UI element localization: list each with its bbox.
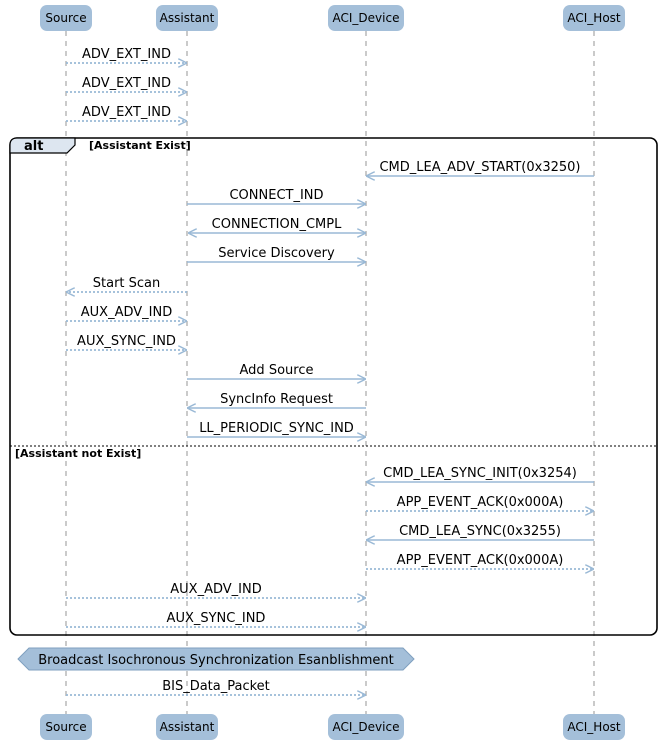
message-label: AUX_SYNC_IND: [167, 611, 266, 626]
participant-box: [328, 5, 404, 31]
participant-label: ACI_Device: [333, 11, 400, 25]
participant-box: [40, 5, 92, 31]
participant-box: [328, 714, 404, 740]
message: AUX_SYNC_IND: [66, 334, 186, 350]
message: ADV_EXT_IND: [66, 105, 186, 121]
else-condition: [Assistant not Exist]: [15, 447, 141, 460]
message-label: Service Discovery: [218, 246, 335, 261]
alt-condition: [Assistant Exist]: [89, 139, 191, 152]
alt-keyword: alt: [24, 139, 43, 154]
message-label: AUX_ADV_IND: [170, 582, 261, 597]
participant-label: Source: [45, 720, 86, 734]
message-label: CMD_LEA_SYNC_INIT(0x3254): [383, 466, 577, 481]
participant-label: ACI_Host: [567, 11, 621, 25]
message: CONNECTION_CMPL: [189, 217, 365, 233]
message-label: AUX_ADV_IND: [81, 305, 172, 320]
message-label: ADV_EXT_IND: [82, 76, 171, 91]
messages: ADV_EXT_IND ADV_EXT_IND ADV_EXT_IND CMD_LEA…: [66, 47, 594, 695]
message-label: CONNECT_IND: [229, 188, 323, 203]
participant-aci-device-top: ACI_Device: [328, 5, 404, 31]
message: ADV_EXT_IND: [66, 47, 186, 63]
participant-assistant-bottom: Assistant: [156, 714, 218, 740]
divider-banner: Broadcast Isochronous Synchronization Es…: [17, 647, 415, 671]
participant-aci-host-top: ACI_Host: [563, 5, 625, 31]
participant-label: ACI_Device: [333, 720, 400, 734]
message: BIS_Data_Packet: [66, 679, 365, 695]
message-label: CONNECTION_CMPL: [212, 217, 342, 232]
message-label: APP_EVENT_ACK(0x000A): [397, 553, 564, 568]
message: LL_PERIODIC_SYNC_IND: [187, 421, 365, 437]
participant-label: Assistant: [160, 11, 215, 25]
message: ADV_EXT_IND: [66, 76, 186, 92]
message: CMD_LEA_SYNC(0x3255): [367, 524, 594, 540]
divider-label: Broadcast Isochronous Synchronization Es…: [38, 653, 394, 668]
message: CMD_LEA_ADV_START(0x3250): [367, 160, 594, 176]
message-label: Start Scan: [93, 276, 161, 291]
message-label: ADV_EXT_IND: [82, 47, 171, 62]
message: APP_EVENT_ACK(0x000A): [366, 495, 593, 511]
participant-aci-host-bottom: ACI_Host: [563, 714, 625, 740]
message-label: APP_EVENT_ACK(0x000A): [397, 495, 564, 510]
message-label: SyncInfo Request: [220, 392, 333, 407]
message: AUX_ADV_IND: [66, 582, 365, 598]
participant-box: [156, 5, 218, 31]
participant-label: Assistant: [160, 720, 215, 734]
participant-source-top: Source: [40, 5, 92, 31]
message: Service Discovery: [187, 246, 365, 262]
participant-source-bottom: Source: [40, 714, 92, 740]
message: AUX_SYNC_IND: [66, 611, 365, 627]
message: CMD_LEA_SYNC_INIT(0x3254): [367, 466, 594, 482]
participant-assistant-top: Assistant: [156, 5, 218, 31]
message: SyncInfo Request: [188, 392, 366, 408]
participant-box: [40, 714, 92, 740]
message-label: LL_PERIODIC_SYNC_IND: [199, 421, 354, 436]
message: Start Scan: [67, 276, 187, 292]
message: AUX_ADV_IND: [66, 305, 186, 321]
message-label: BIS_Data_Packet: [162, 679, 270, 694]
message-label: CMD_LEA_SYNC(0x3255): [399, 524, 561, 539]
message-label: Add Source: [240, 363, 314, 378]
message: APP_EVENT_ACK(0x000A): [366, 553, 593, 569]
message-label: AUX_SYNC_IND: [77, 334, 176, 349]
message: CONNECT_IND: [187, 188, 365, 204]
participant-label: ACI_Host: [567, 720, 621, 734]
lifelines: [65, 31, 595, 714]
alt-frame: alt [Assistant Exist] [Assistant not Exi…: [9, 137, 658, 636]
participant-box: [156, 714, 218, 740]
participant-box: [563, 5, 625, 31]
participant-box: [563, 714, 625, 740]
message-label: CMD_LEA_ADV_START(0x3250): [379, 160, 580, 175]
participant-label: Source: [45, 11, 86, 25]
alt-tab: [9, 137, 76, 154]
message-label: ADV_EXT_IND: [82, 105, 171, 120]
participant-aci-device-bottom: ACI_Device: [328, 714, 404, 740]
message: Add Source: [187, 363, 365, 379]
